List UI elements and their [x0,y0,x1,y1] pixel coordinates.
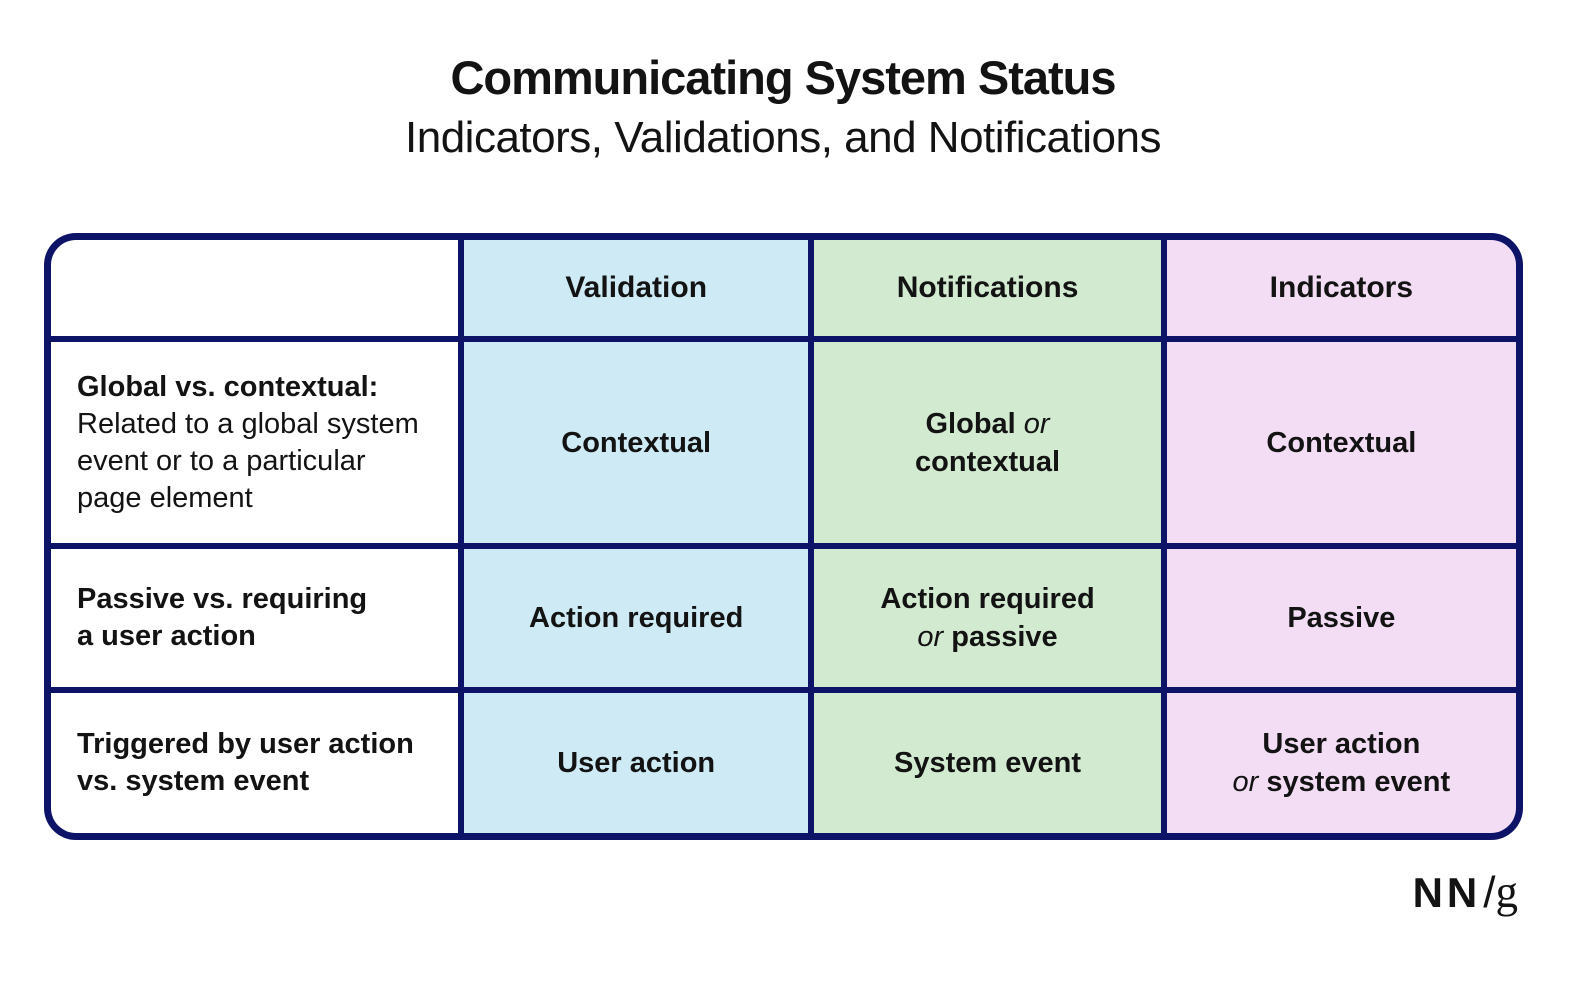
cell-validation-triggered: User action [463,692,809,833]
nng-logo-nn: NN [1412,869,1482,916]
header-cell-validation: Validation [463,240,809,336]
row-label-global-vs-contextual: Global vs. contextual:Related to a globa… [51,341,458,544]
figure-header: Communicating System Status Indicators, … [0,50,1566,163]
nng-logo-g: g [1495,867,1519,917]
nng-logo: NN/g [1413,868,1518,917]
cell-validation-global: Contextual [463,341,809,544]
cell-validation-passive: Action required [463,549,809,687]
cell-notifications-triggered: System event [814,692,1161,833]
header-cell-indicators: Indicators [1166,240,1516,336]
header-cell-notifications: Notifications [814,240,1161,336]
header-cell-empty [51,240,458,336]
figure-title: Communicating System Status [450,51,1116,104]
nng-logo-slash: / [1483,868,1496,917]
figure-subtitle: Indicators, Validations, and Notificatio… [405,113,1161,162]
cell-indicators-passive: Passive [1166,549,1516,687]
cell-indicators-global: Contextual [1166,341,1516,544]
comparison-table: Validation Notifications Indicators Glob… [44,233,1523,840]
